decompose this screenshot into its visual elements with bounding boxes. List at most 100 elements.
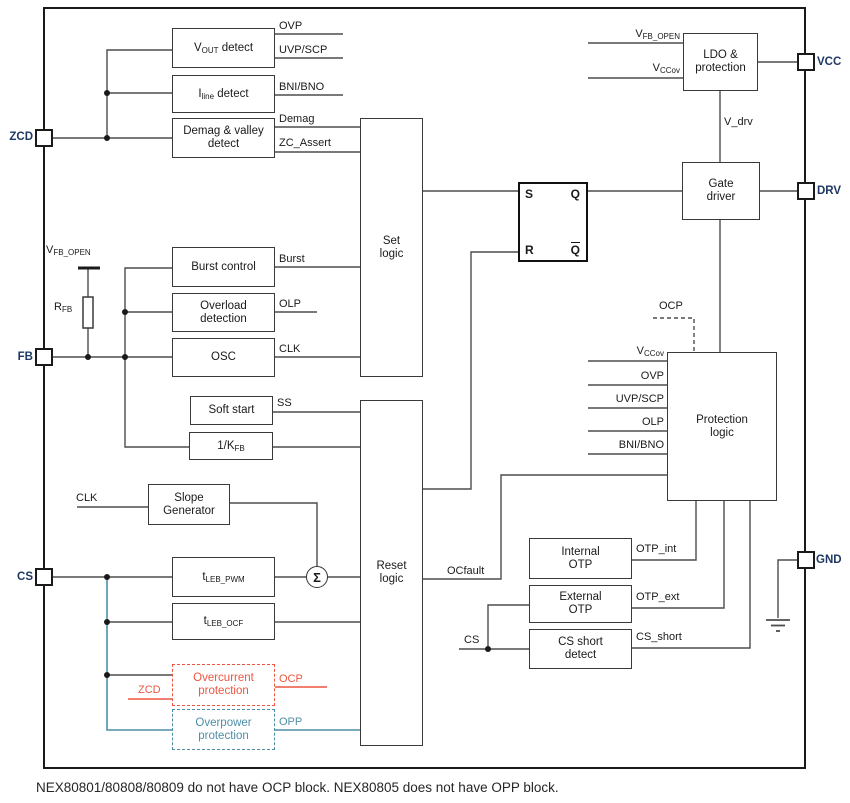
rfb-resistor [82, 296, 94, 329]
ovp-protection-label: OVP [640, 370, 664, 382]
cs-short-signal-label: CS_short [636, 631, 682, 643]
latch-q-output: Q [570, 187, 580, 201]
block-burst-control: Burst control [172, 247, 275, 287]
bni-bno-signal-label: BNI/BNO [279, 81, 325, 93]
block-reset-logic: Reset logic [360, 400, 423, 746]
chip-border [43, 7, 806, 769]
block-overpower-protection: Overpower protection [172, 709, 275, 750]
cs-pin-label: CS [17, 571, 33, 583]
block-label: Overcurrent [193, 672, 254, 684]
drv-pin-label: DRV [817, 185, 842, 197]
vccov-right-label: VCCov [652, 62, 680, 75]
block-label: 1/KFB [217, 439, 245, 453]
ss-signal-label: SS [277, 397, 292, 409]
signal-wires [52, 33, 798, 676]
block-label: protection [695, 62, 746, 74]
block-label: logic [379, 573, 404, 585]
wire-otpext [632, 501, 725, 609]
block-label: OSC [211, 351, 236, 363]
wire-reset-r [423, 251, 518, 490]
block-ldo-protection: LDO & protection [683, 33, 758, 91]
clk-in-signal-label: CLK [76, 492, 98, 504]
zc-assert-signal-label: ZC_Assert [279, 137, 331, 149]
ovp-signal-label: OVP [279, 20, 303, 32]
latch-r-input: R [525, 243, 534, 257]
block-1-kfb: 1/KFB [189, 432, 273, 460]
uvp-scp-signal-label: UVP/SCP [279, 44, 328, 56]
wire-protection-inputs [588, 360, 667, 455]
gnd-pin-label: GND [816, 554, 842, 566]
block-label: OTP [568, 558, 593, 571]
junction-dots [85, 90, 491, 678]
block-label: Gate [708, 178, 734, 190]
olp-protection-label: OLP [641, 416, 664, 428]
opp-signal-label: OPP [279, 716, 303, 728]
ocfault-signal-label: OCfault [447, 565, 485, 577]
vfb-open-left-label: VFB_OPEN [46, 244, 91, 257]
block-label: detect [207, 138, 240, 150]
pin-gnd [797, 551, 815, 569]
block-label: logic [710, 426, 734, 439]
clk-out-signal-label: CLK [279, 343, 301, 355]
block-protection-logic: Protection logic [667, 352, 777, 501]
block-internal-otp: Internal OTP [529, 538, 632, 579]
block-label: Protection [696, 413, 748, 426]
block-tleb-ocf: tLEB_OCF [172, 603, 275, 640]
block-label: Burst control [191, 260, 256, 273]
block-label: OTP [568, 604, 593, 616]
wire-ocp-dashed [653, 317, 695, 352]
latch-s-input: S [525, 187, 534, 201]
block-label: Iline detect [198, 87, 249, 101]
block-label: Overpower [195, 716, 252, 729]
cs-mid-signal-label: CS [464, 634, 480, 646]
pin-drv [797, 182, 815, 200]
fb-pin-label: FB [17, 351, 33, 363]
otp-int-signal-label: OTP_int [636, 543, 677, 555]
block-label: detection [200, 312, 247, 325]
block-cs-short-detect: CS short detect [529, 629, 632, 669]
zcd-pin-label: ZCD [9, 131, 33, 143]
demag-signal-label: Demag [279, 113, 315, 125]
pin-fb [35, 348, 53, 366]
latch-qbar-output: Q [570, 242, 580, 257]
block-label: Slope [174, 491, 204, 504]
block-soft-start: Soft start [190, 396, 273, 425]
block-label: protection [198, 685, 249, 697]
ocp-signal-label: OCP [279, 673, 303, 685]
rfb-label: RFB [54, 301, 73, 314]
block-tleb-pwm: tLEB_PWM [172, 557, 275, 597]
block-label: LDO & [703, 49, 738, 61]
vfb-open-right-label: VFB_OPEN [635, 28, 680, 41]
wire-cs-otp [459, 604, 529, 650]
pin-zcd [35, 129, 53, 147]
wire-otpint [632, 501, 697, 561]
v-drv-signal-label: V_drv [724, 116, 753, 128]
olp-signal-label: OLP [279, 298, 302, 310]
block-label: External [559, 591, 602, 603]
wire-zcd-vout [106, 49, 172, 138]
summing-junction: Σ [306, 566, 328, 588]
wire-csshort [632, 501, 751, 649]
bni-bno-protection-label: BNI/BNO [618, 439, 664, 451]
wire-cs-opp-teal [106, 577, 172, 731]
vccov-protection-label: VCCov [636, 345, 664, 358]
vcc-pin-label: VCC [817, 56, 842, 68]
block-overload-detection: Overload detection [172, 293, 275, 332]
block-overcurrent-protection: Overcurrent protection [172, 664, 275, 706]
uvp-scp-protection-label: UVP/SCP [615, 393, 664, 405]
block-label: Internal [561, 545, 600, 558]
block-gate-driver: Gate driver [682, 162, 760, 220]
block-vout-detect: VOUT detect [172, 28, 275, 68]
block-label: logic [379, 247, 404, 260]
pin-vcc [797, 53, 815, 71]
ground-symbol [766, 619, 790, 632]
block-iline-detect: Iline detect [172, 75, 275, 113]
burst-signal-label: Burst [279, 253, 305, 265]
diagram-caption: NEX80801/80808/80809 do not have OCP blo… [36, 780, 559, 795]
block-label: tLEB_OCF [203, 615, 244, 628]
otp-ext-signal-label: OTP_ext [636, 591, 680, 603]
block-sr-latch: S Q R Q [518, 182, 588, 262]
wire-ocfault [423, 474, 667, 580]
